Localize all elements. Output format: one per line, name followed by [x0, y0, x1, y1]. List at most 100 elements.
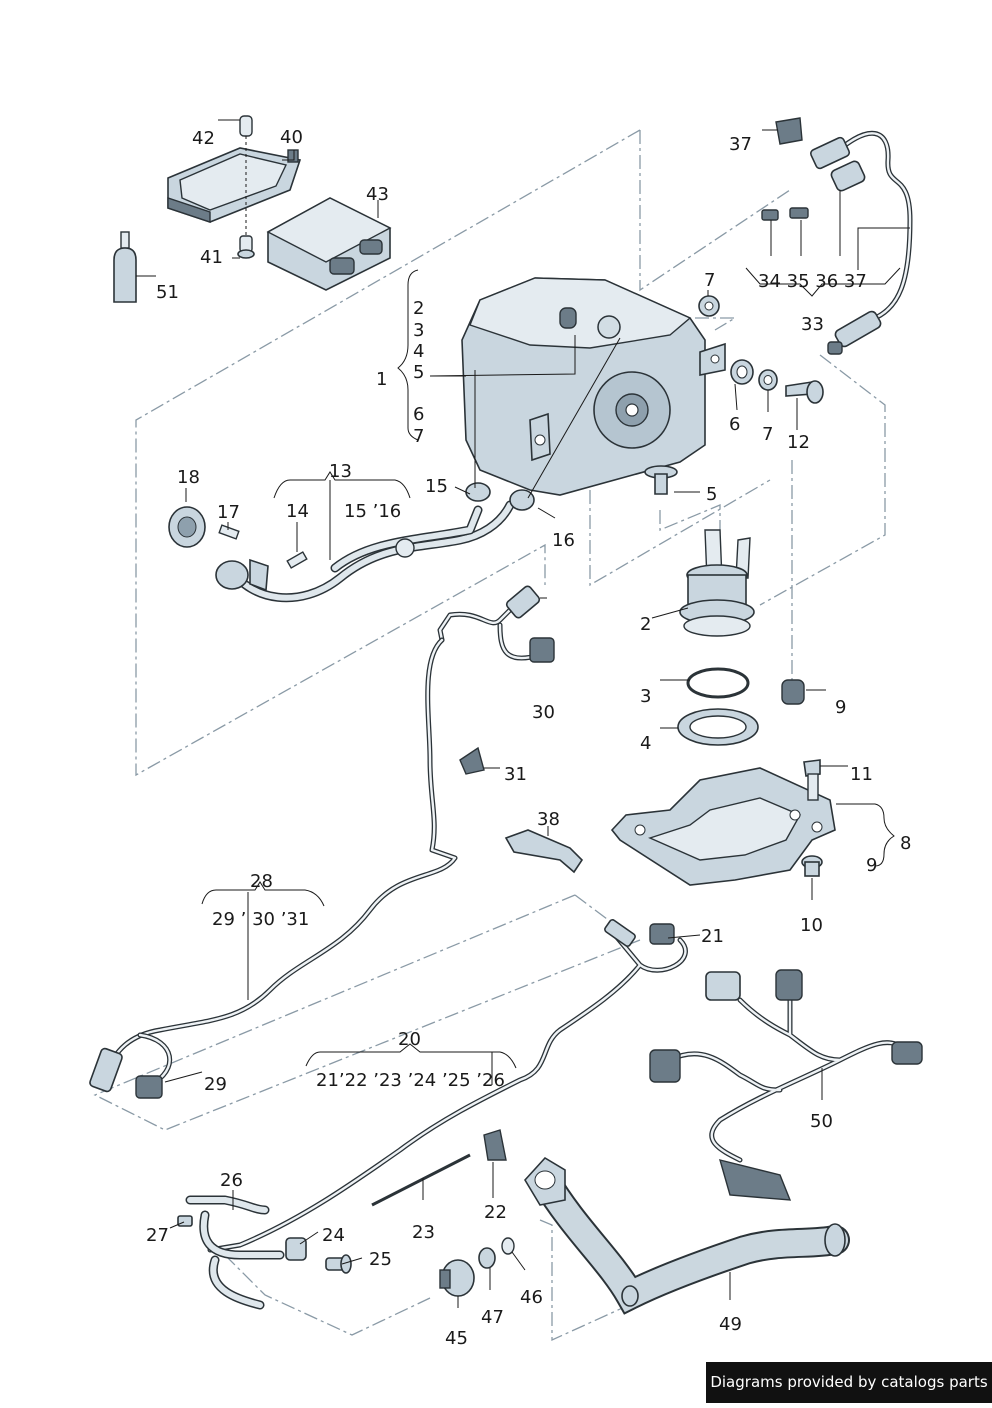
label-10: 10 [800, 915, 823, 936]
label-33: 33 [801, 314, 824, 335]
wiring-harness-28 [89, 585, 555, 1099]
label-6: 6 [413, 404, 424, 425]
nut-47 [478, 1247, 496, 1269]
sensor-45 [439, 1259, 475, 1297]
label-18: 18 [177, 467, 200, 488]
label-41: 41 [200, 247, 223, 268]
label-17: 17 [217, 502, 240, 523]
holder-38 [504, 829, 584, 874]
seal-3 [686, 667, 750, 699]
label-5-bung: 5 [706, 484, 717, 505]
clip-22 [483, 1129, 507, 1161]
label-20: 20 [398, 1029, 421, 1050]
label-11: 11 [850, 764, 873, 785]
label-6-bush: 6 [729, 414, 740, 435]
bolt-25 [325, 1254, 352, 1274]
label-2-pump: 2 [640, 614, 651, 635]
rubber-mount-9 [781, 679, 805, 705]
label-22: 22 [484, 1202, 507, 1223]
label-4: 4 [413, 341, 424, 362]
fluid-bottle-51 [113, 231, 137, 303]
label-15: 15 [425, 476, 448, 497]
exhaust-pipe-49 [524, 1156, 850, 1315]
clip-31 [459, 746, 485, 775]
label-27: 27 [146, 1225, 169, 1246]
connector-34 [761, 209, 779, 221]
wiring-harness-33 [809, 130, 913, 355]
label-45: 45 [445, 1328, 468, 1349]
label-5: 5 [413, 362, 424, 383]
label-26: 26 [220, 1170, 243, 1191]
label-37: 37 [729, 134, 752, 155]
washer-7 [758, 369, 778, 391]
label-4-ring: 4 [640, 733, 651, 754]
clip-37 [775, 117, 803, 145]
bracket-40 [167, 147, 302, 223]
label-40: 40 [280, 127, 303, 148]
fuel-pump-2 [679, 529, 755, 637]
wiring-harness-50 [649, 969, 923, 1201]
screw-14 [286, 551, 308, 569]
nut-10 [801, 855, 823, 877]
label-50: 50 [810, 1111, 833, 1132]
label-1: 1 [376, 369, 387, 390]
label-29: 29 [204, 1074, 227, 1095]
label-42: 42 [192, 128, 215, 149]
filler-neck-13 [215, 500, 515, 603]
bolt-12 [785, 380, 824, 404]
bolt-41 [237, 235, 255, 259]
screw-17 [218, 524, 240, 540]
mounting-bracket-8 [610, 767, 836, 886]
connector-35 [789, 207, 809, 219]
label-46: 46 [520, 1287, 543, 1308]
label-3-seal: 3 [640, 686, 651, 707]
label-28-row: 29 ’ 30 ’31 [212, 909, 309, 930]
bracket-24 [285, 1237, 307, 1261]
nut-27 [177, 1215, 193, 1227]
control-unit-43 [266, 197, 392, 291]
label-47: 47 [481, 1307, 504, 1328]
label-28: 28 [250, 871, 273, 892]
lock-ring-4 [677, 708, 759, 746]
label-7-washer: 7 [762, 424, 773, 445]
bolt-42 [239, 115, 253, 244]
grommet-7-top [698, 295, 720, 317]
label-8: 8 [900, 833, 911, 854]
label-33-row: 34 35 36 37 [758, 271, 867, 292]
bung-5 [644, 465, 678, 495]
label-7-top: 7 [704, 270, 715, 291]
clamp-16 [509, 489, 535, 511]
leader-lines [136, 119, 910, 1308]
label-3: 3 [413, 320, 424, 341]
label-25: 25 [369, 1249, 392, 1270]
assembly-outlines [93, 129, 886, 1342]
label-31: 31 [504, 764, 527, 785]
label-43: 43 [366, 184, 389, 205]
label-20-row: 21’22 ’23 ’24 ’25 ’26 [316, 1070, 505, 1091]
clamp-15 [465, 482, 491, 502]
wiring-harness-20 [207, 919, 688, 1253]
label-12: 12 [787, 432, 810, 453]
label-15-16: 15 ’16 [344, 501, 401, 522]
bush-6 [730, 359, 754, 385]
bolt-11 [803, 759, 821, 801]
label-16: 16 [552, 530, 575, 551]
label-7: 7 [413, 426, 424, 447]
cable-tie-23 [371, 1153, 471, 1207]
label-38: 38 [537, 809, 560, 830]
pipe-26 [185, 1195, 285, 1310]
label-21: 21 [701, 926, 724, 947]
label-14: 14 [286, 501, 309, 522]
label-24: 24 [322, 1225, 345, 1246]
label-2: 2 [413, 298, 424, 319]
label-23: 23 [412, 1222, 435, 1243]
washer-46 [501, 1237, 515, 1255]
fuel-tank [461, 277, 726, 496]
label-9-mount: 9 [835, 697, 846, 718]
footer-credit: Diagrams provided by catalogs parts [706, 1362, 992, 1403]
label-30: 30 [532, 702, 555, 723]
label-13: 13 [329, 461, 352, 482]
callout-labels: 1 2 3 4 5 6 7 2 3 4 5 6 7 7 8 9 9 10 11 … [146, 127, 911, 1349]
